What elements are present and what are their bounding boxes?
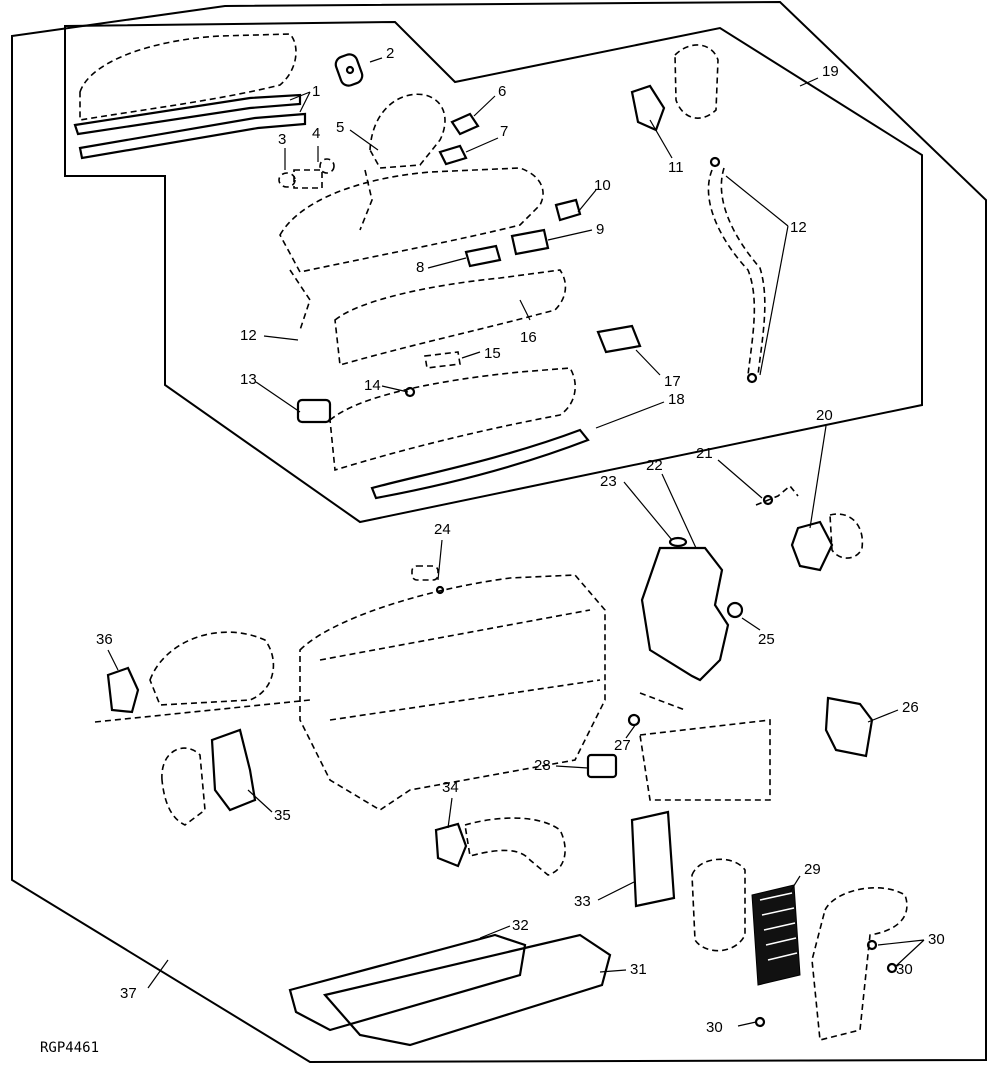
rear-gasket-35 bbox=[161, 728, 257, 826]
callout-7: 7 bbox=[500, 123, 508, 140]
callout-33: 33 bbox=[574, 893, 591, 910]
callout-4: 4 bbox=[312, 125, 320, 142]
callout-labels: 1 2 3 4 5 6 7 8 9 10 11 12 12 13 14 15 1… bbox=[96, 45, 945, 1036]
gasket-29 bbox=[751, 884, 801, 986]
callout-12-right: 12 bbox=[790, 219, 807, 236]
plug-24 bbox=[411, 565, 445, 595]
upper-kit-outline bbox=[64, 20, 923, 524]
gasket-28 bbox=[586, 753, 618, 779]
callout-30-lower: 30 bbox=[706, 1019, 723, 1036]
callout-2: 2 bbox=[386, 45, 394, 62]
callout-23: 23 bbox=[600, 473, 617, 490]
callout-16: 16 bbox=[520, 329, 537, 346]
callout-35: 35 bbox=[274, 807, 291, 824]
gasket-20-21 bbox=[755, 484, 864, 572]
callout-37: 37 bbox=[120, 985, 137, 1002]
timing-cover-gasket-22 bbox=[640, 536, 744, 682]
callout-11: 11 bbox=[668, 159, 684, 176]
outer-kit-outline bbox=[11, 0, 987, 1064]
leader-lines bbox=[107, 57, 925, 1027]
rocker-cover-gaskets bbox=[73, 33, 307, 160]
callout-9: 9 bbox=[596, 221, 604, 238]
callout-30-upper: 30 bbox=[928, 931, 945, 948]
oil-cooler bbox=[691, 858, 746, 952]
gaskets-6-7 bbox=[438, 112, 480, 166]
callout-21: 21 bbox=[696, 445, 713, 462]
cylinder-block bbox=[299, 574, 606, 811]
callout-1: 1 bbox=[312, 83, 320, 100]
callout-27: 27 bbox=[614, 737, 631, 754]
callout-29: 29 bbox=[804, 861, 821, 878]
callout-30-mid: 30 bbox=[896, 961, 913, 978]
figure-code: RGP4461 bbox=[40, 1040, 99, 1056]
callout-24: 24 bbox=[434, 521, 451, 538]
callout-6: 6 bbox=[498, 83, 506, 100]
callout-20: 20 bbox=[816, 407, 833, 424]
callout-34: 34 bbox=[442, 779, 459, 796]
small-gasket-2 bbox=[334, 53, 364, 87]
callout-26: 26 bbox=[902, 699, 919, 716]
callout-18: 18 bbox=[668, 391, 685, 408]
callout-8: 8 bbox=[416, 259, 424, 276]
callout-31: 31 bbox=[630, 961, 647, 978]
oil-pan-gaskets-31-32 bbox=[288, 933, 612, 1047]
callout-14: 14 bbox=[364, 377, 381, 394]
gasket-26 bbox=[824, 696, 874, 758]
callout-32: 32 bbox=[512, 917, 529, 934]
hose-12 bbox=[707, 156, 766, 384]
callout-5: 5 bbox=[336, 119, 344, 136]
injection-pump-27 bbox=[627, 692, 771, 801]
water-pump-11 bbox=[630, 44, 719, 132]
plug-15 bbox=[424, 351, 461, 369]
oil-pickup-34 bbox=[434, 817, 566, 876]
exhaust-manifold-18 bbox=[329, 367, 590, 500]
callout-12-left: 12 bbox=[240, 327, 257, 344]
callout-36: 36 bbox=[96, 631, 113, 648]
thermostat-housing-5 bbox=[359, 93, 446, 231]
plug-3-4 bbox=[278, 158, 335, 189]
intake-manifold-16 bbox=[334, 269, 567, 367]
oil-cooler-gasket-33 bbox=[630, 810, 676, 908]
starter-gasket-36 bbox=[94, 631, 311, 723]
callout-25: 25 bbox=[758, 631, 775, 648]
callout-10: 10 bbox=[594, 177, 611, 194]
gaskets-8-9-10 bbox=[464, 198, 582, 268]
callout-19: 19 bbox=[822, 63, 839, 80]
callout-22: 22 bbox=[646, 457, 663, 474]
gasket-17 bbox=[596, 324, 642, 354]
callout-13: 13 bbox=[240, 371, 257, 388]
callout-28: 28 bbox=[534, 757, 551, 774]
cylinder-head bbox=[279, 167, 544, 331]
callout-17: 17 bbox=[664, 373, 681, 390]
callout-3: 3 bbox=[278, 131, 286, 148]
callout-15: 15 bbox=[484, 345, 501, 362]
